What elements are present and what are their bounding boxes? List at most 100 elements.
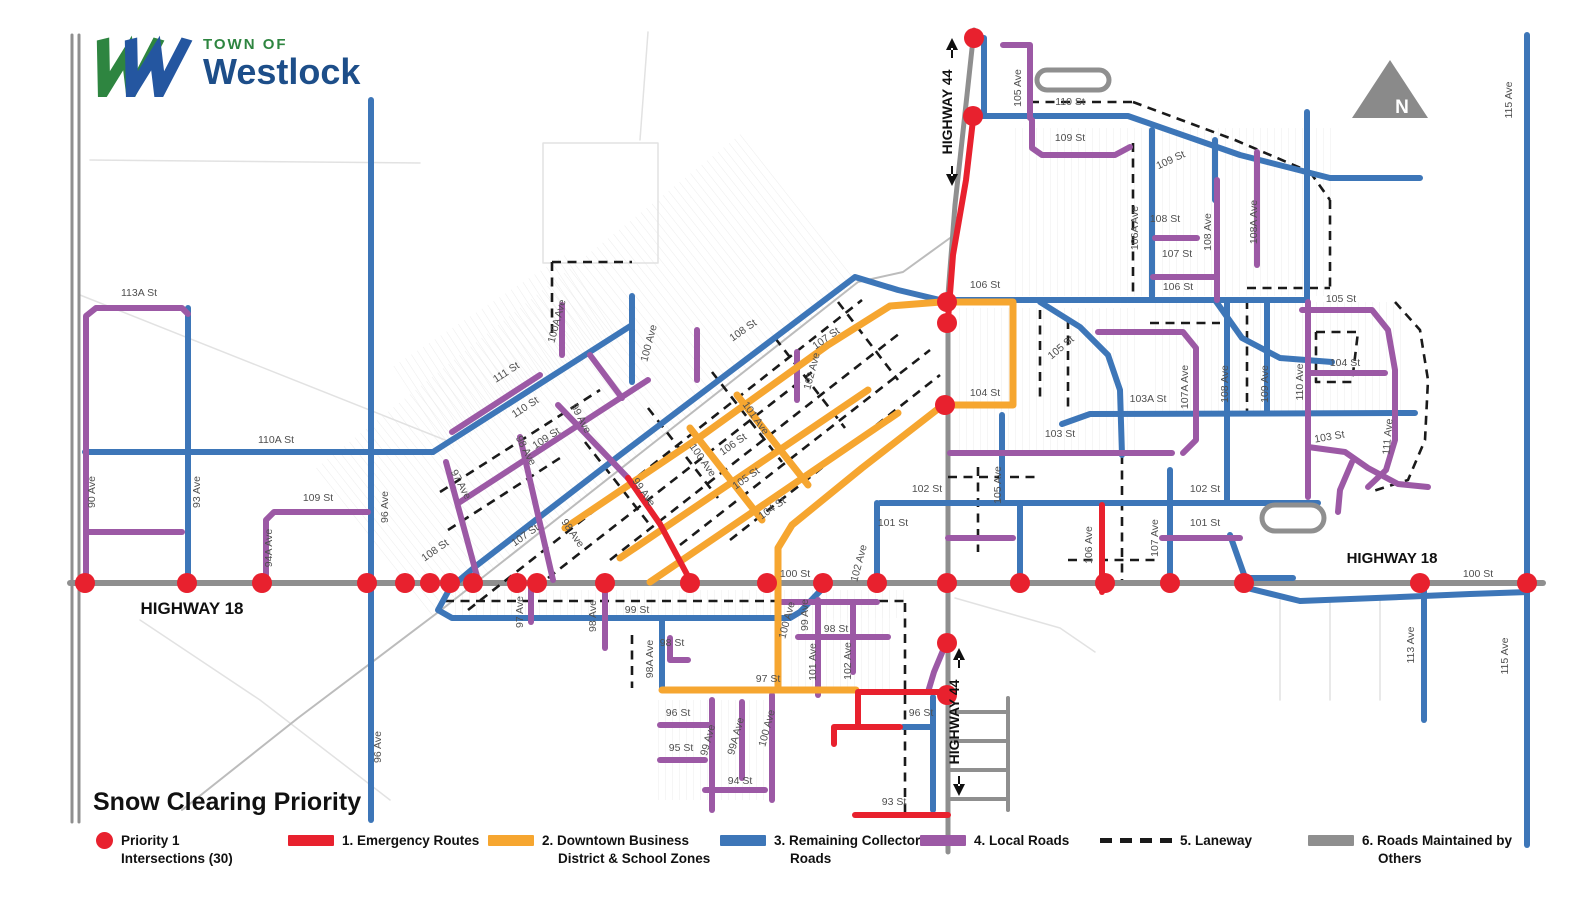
priority-intersection-dot <box>440 573 460 593</box>
priority-intersection-dot <box>964 28 984 48</box>
priority-intersection-dot <box>463 573 483 593</box>
priority-intersection-dot <box>937 633 957 653</box>
street-label: 109 Ave <box>1259 365 1271 403</box>
road-purple <box>1029 117 1133 158</box>
priority-intersection-dot <box>357 573 377 593</box>
road-faint <box>954 597 1096 653</box>
highway-label: HIGHWAY 18 <box>1347 550 1438 567</box>
road-blue <box>1244 585 1530 604</box>
road-faint <box>89 159 421 164</box>
street-label: 103 St <box>1045 428 1075 440</box>
westlock-w-icon <box>96 35 193 97</box>
street-label: 105 Ave <box>1012 69 1024 107</box>
road-lane <box>1132 100 1311 174</box>
street-label: 113A St <box>121 287 157 299</box>
street-label: 104 St <box>1330 357 1360 369</box>
street-label: 100 St <box>780 568 810 580</box>
arrow-up-icon <box>946 38 958 58</box>
street-label: 108 Ave <box>1202 213 1214 251</box>
highway-label: HIGHWAY 44 <box>939 69 955 154</box>
street-label: 97 Ave <box>514 596 526 628</box>
road-red <box>855 689 951 730</box>
street-label: 110 St <box>1055 96 1085 108</box>
priority-intersection-dot <box>1410 573 1430 593</box>
priority-intersection-dot <box>1517 573 1537 593</box>
road-lane <box>1314 330 1360 384</box>
street-label: 98 St <box>824 623 849 635</box>
priority-intersection-dot <box>1095 573 1115 593</box>
road-purple <box>1095 329 1199 456</box>
street-label: 96 Ave <box>372 731 384 763</box>
street-label: 106 Ave <box>1083 526 1095 564</box>
road-faint <box>542 142 659 264</box>
road-lane <box>1369 301 1430 494</box>
priority-intersection-dot <box>1234 573 1254 593</box>
road-lane <box>679 348 931 547</box>
street-label: 108A Ave <box>1248 200 1260 244</box>
priority-intersection-dot <box>1160 573 1180 593</box>
street-label: 94 St <box>728 775 753 787</box>
road-purple <box>587 352 625 401</box>
road-gray-loop <box>1259 502 1327 534</box>
road-lane <box>547 370 813 580</box>
priority-intersection-dot <box>867 573 887 593</box>
road-red <box>831 724 861 747</box>
map-title: Snow Clearing Priority <box>93 788 362 816</box>
road-orange <box>561 298 945 532</box>
street-label: 107A Ave <box>1179 365 1191 409</box>
street-label: 111 Ave <box>1380 418 1395 455</box>
street-label: 104 St <box>970 387 1000 399</box>
priority-intersection-dot <box>595 573 615 593</box>
street-label: 97 St <box>756 673 781 685</box>
street-label: 102 St <box>1190 483 1220 495</box>
road-purple <box>517 434 556 583</box>
priority-intersection-dot <box>420 573 440 593</box>
priority-intersection-dot <box>680 573 700 593</box>
priority-intersection-dot <box>395 573 415 593</box>
priority-intersection-dot <box>527 573 547 593</box>
street-label: 101 St <box>1190 517 1220 529</box>
road-blue <box>970 113 1423 181</box>
road-purple <box>443 459 481 583</box>
road-purple <box>449 372 543 435</box>
road-purple <box>925 645 947 695</box>
priority-intersection-dot <box>252 573 272 593</box>
street-label: 98 Ave <box>558 517 586 550</box>
street-label: 107 St <box>1162 248 1192 260</box>
road-lane <box>447 456 561 532</box>
priority-intersection-dot <box>507 573 527 593</box>
street-label: 113 Ave <box>1405 626 1417 663</box>
street-label: 103 St <box>1313 428 1345 445</box>
road-purple <box>457 377 651 505</box>
priority-intersection-dot <box>75 573 95 593</box>
priority-intersection-dot <box>1010 573 1030 593</box>
road-red <box>945 117 976 323</box>
street-label: 106 St <box>1163 281 1193 293</box>
priority-intersection-dot <box>813 573 833 593</box>
street-label: 109 St <box>303 492 333 504</box>
priority-intersection-dot <box>177 573 197 593</box>
priority-intersection-dot <box>935 395 955 415</box>
arrow-down-icon <box>953 776 965 796</box>
road-lane <box>729 373 941 542</box>
north-label: N <box>1395 97 1409 118</box>
street-label: 108 Ave <box>1219 365 1231 403</box>
street-label: 99 Ave <box>799 599 811 631</box>
road-orange <box>686 424 766 524</box>
street-label: 106 St <box>970 279 1000 291</box>
street-label: 106A Ave <box>1129 206 1141 250</box>
street-label: 102 Ave <box>801 351 822 391</box>
road-purple <box>1305 444 1431 490</box>
street-label: 100 St <box>1463 568 1493 580</box>
street-label: 99 St <box>625 604 650 616</box>
arrow-up-icon <box>953 648 965 668</box>
road-purple <box>1335 459 1355 515</box>
arrow-down-icon <box>946 166 958 186</box>
street-label: 101 St <box>878 517 908 529</box>
logo-town-of: TOWN OF <box>203 36 288 53</box>
street-label: 105 St <box>1326 293 1356 305</box>
road-lane <box>836 301 900 381</box>
street-label: 115 Ave <box>1503 81 1515 118</box>
